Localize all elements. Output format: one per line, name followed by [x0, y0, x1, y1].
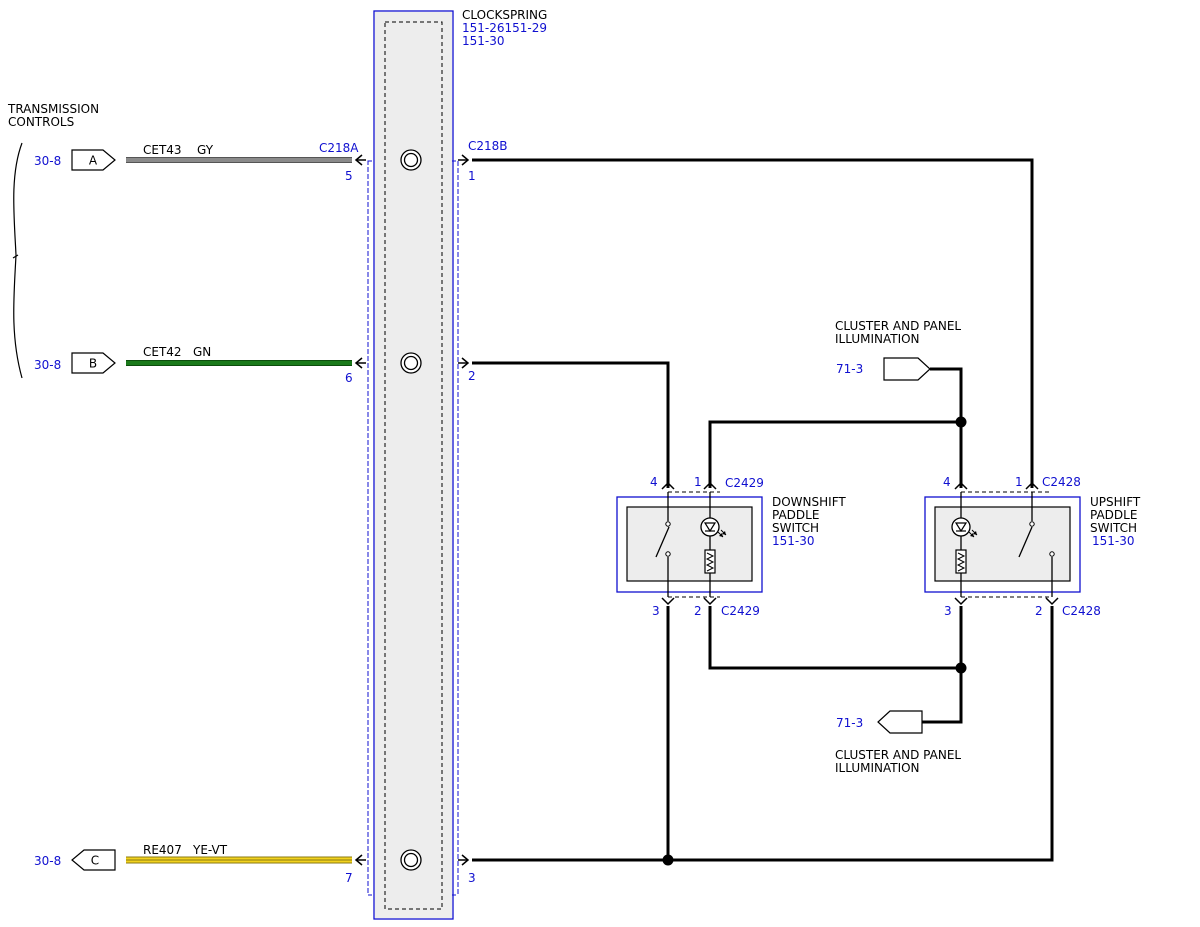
upshift-label-3: SWITCH — [1090, 521, 1137, 535]
clockspring-title: CLOCKSPRING — [462, 8, 547, 22]
illumination-bottom-line2: ILLUMINATION — [835, 761, 920, 775]
upshift-ref[interactable]: 151-30 — [1092, 534, 1135, 548]
downshift-paddle-switch — [616, 491, 763, 598]
downshift-label-3: SWITCH — [772, 521, 819, 535]
wire-c-right-pin: 3 — [468, 871, 476, 885]
connector-c218b-label[interactable]: C218B — [468, 139, 508, 153]
illumination-top-line2: ILLUMINATION — [835, 332, 920, 346]
downshift-pin-top-left: 4 — [650, 475, 658, 489]
upshift-connector-bottom[interactable]: C2428 — [1062, 604, 1101, 618]
wire-a-color-code: GY — [197, 143, 214, 157]
wire-b-left-pin: 6 — [345, 371, 353, 385]
upshift-pin-top-right: 1 — [1015, 475, 1023, 489]
illumination-bottom-page-ref[interactable]: 71-3 — [836, 716, 863, 730]
downshift-connector-bottom[interactable]: C2429 — [721, 604, 760, 618]
illumination-top-connector — [883, 357, 931, 381]
clockspring-ref-1[interactable]: 151-26151-29 — [462, 21, 547, 35]
wire-a-page-ref[interactable]: 30-8 — [34, 154, 61, 168]
downshift-pin-bottom-right: 2 — [694, 604, 702, 618]
wire-b-right-pin: 2 — [468, 369, 476, 383]
clockspring-ref-2[interactable]: 151-30 — [462, 34, 505, 48]
illumination-top-line1: CLUSTER AND PANEL — [835, 319, 961, 333]
upshift-label-2: PADDLE — [1090, 508, 1137, 522]
wire-b-circuit: CET42 — [143, 345, 182, 359]
downshift-ref[interactable]: 151-30 — [772, 534, 815, 548]
upshift-pin-bottom-left: 3 — [944, 604, 952, 618]
connector-c218a-label[interactable]: C218A — [319, 141, 359, 155]
terminal-a-connector — [71, 149, 116, 171]
upshift-connector-top[interactable]: C2428 — [1042, 475, 1081, 489]
wire-c-page-ref[interactable]: 30-8 — [34, 854, 61, 868]
transmission-controls-line1: TRANSMISSION — [7, 102, 99, 116]
terminal-b-label: B — [89, 357, 97, 371]
terminal-c-label: C — [91, 854, 99, 868]
terminal-c-connector — [71, 849, 116, 871]
transmission-brace — [13, 142, 23, 379]
downshift-pin-bottom-left: 3 — [652, 604, 660, 618]
terminal-b-connector — [71, 352, 116, 374]
upshift-pin-top-left: 4 — [943, 475, 951, 489]
wire-a-circuit: CET43 — [143, 143, 182, 157]
upshift-pin-bottom-right: 2 — [1035, 604, 1043, 618]
downshift-label-2: PADDLE — [772, 508, 819, 522]
wire-a-left-pin: 5 — [345, 169, 353, 183]
downshift-label-1: DOWNSHIFT — [772, 495, 846, 509]
terminal-a-label: A — [89, 154, 98, 168]
wire-b-color-code: GN — [193, 345, 211, 359]
downshift-connector-top[interactable]: C2429 — [725, 476, 764, 490]
clockspring — [367, 10, 459, 920]
wire-b-page-ref[interactable]: 30-8 — [34, 358, 61, 372]
illumination-bottom-line1: CLUSTER AND PANEL — [835, 748, 961, 762]
illumination-bottom-connector — [877, 710, 923, 734]
transmission-controls-line2: CONTROLS — [8, 115, 74, 129]
illumination-top-page-ref[interactable]: 71-3 — [836, 362, 863, 376]
upshift-label-1: UPSHIFT — [1090, 495, 1141, 509]
wire-c-left-pin: 7 — [345, 871, 353, 885]
downshift-pin-top-right: 1 — [694, 475, 702, 489]
wire-a-right-pin: 1 — [468, 169, 476, 183]
upshift-paddle-switch — [924, 491, 1081, 598]
wire-c-color-code: YE-VT — [192, 843, 228, 857]
wire-c-circuit: RE407 — [143, 843, 182, 857]
